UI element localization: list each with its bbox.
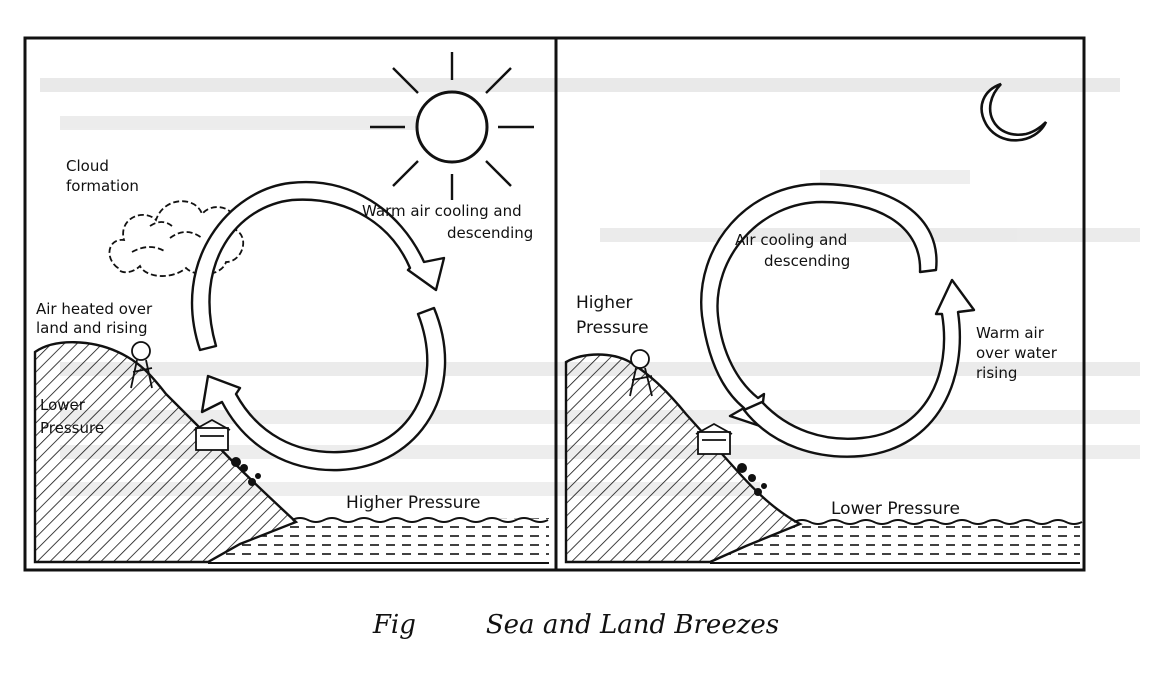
warm-air-descending-label: Warm air cooling and: [362, 202, 522, 220]
house-icon: [193, 418, 231, 451]
land-pressure-label-line2: Pressure: [40, 419, 104, 437]
land-pressure-label: Lower: [40, 396, 86, 414]
air-heated-rising-label-line2: land and rising: [36, 319, 148, 337]
sea-pressure-label: Lower Pressure: [831, 499, 960, 519]
bush-icon: [231, 457, 261, 486]
figure-caption-prefix: Fig: [372, 610, 416, 640]
cloud-formation-label-line2: formation: [66, 177, 139, 195]
circulation-arrow-top: [190, 180, 446, 352]
land-breeze-panel-frame: [554, 36, 1086, 572]
warm-air-descending-label-line2: descending: [447, 224, 533, 242]
air-cooling-descending-label-line2: descending: [764, 252, 850, 270]
sea-water: [208, 517, 549, 564]
circulation-arrow-top: [700, 182, 938, 428]
land-breeze-panel: Air cooling and descending Higher Pressu…: [554, 36, 1086, 572]
land-pressure-label: Higher: [576, 293, 633, 313]
sea-water: [710, 519, 1083, 564]
circulation-arrow-bottom: [200, 306, 447, 472]
air-heated-rising-label: Air heated over: [36, 300, 153, 318]
circulation-arrow-bottom: [742, 278, 976, 458]
figure-caption: Fig Sea and Land Breezes: [0, 610, 1152, 640]
warm-air-rising-label-line2: over water: [976, 344, 1058, 362]
warm-air-rising-label-line3: rising: [976, 364, 1017, 382]
sea-pressure-label: Higher Pressure: [346, 493, 481, 513]
moon-icon: [980, 82, 1048, 142]
figure-caption-title: Sea and Land Breezes: [485, 610, 780, 640]
sea-land-breeze-figure: Cloud formation Warm air cooling and des…: [23, 36, 1140, 572]
person-icon: [629, 349, 653, 397]
person-icon: [130, 341, 153, 389]
bush-icon: [737, 463, 767, 496]
air-cooling-descending-label: Air cooling and: [735, 231, 847, 249]
house-icon: [695, 422, 733, 455]
warm-air-rising-label: Warm air: [976, 324, 1045, 342]
sun-icon: [370, 52, 534, 200]
land-pressure-label-line2: Pressure: [576, 318, 649, 338]
land-mass: [564, 353, 803, 564]
land-mass: [33, 341, 299, 564]
cloud-formation-label: Cloud: [66, 157, 109, 175]
